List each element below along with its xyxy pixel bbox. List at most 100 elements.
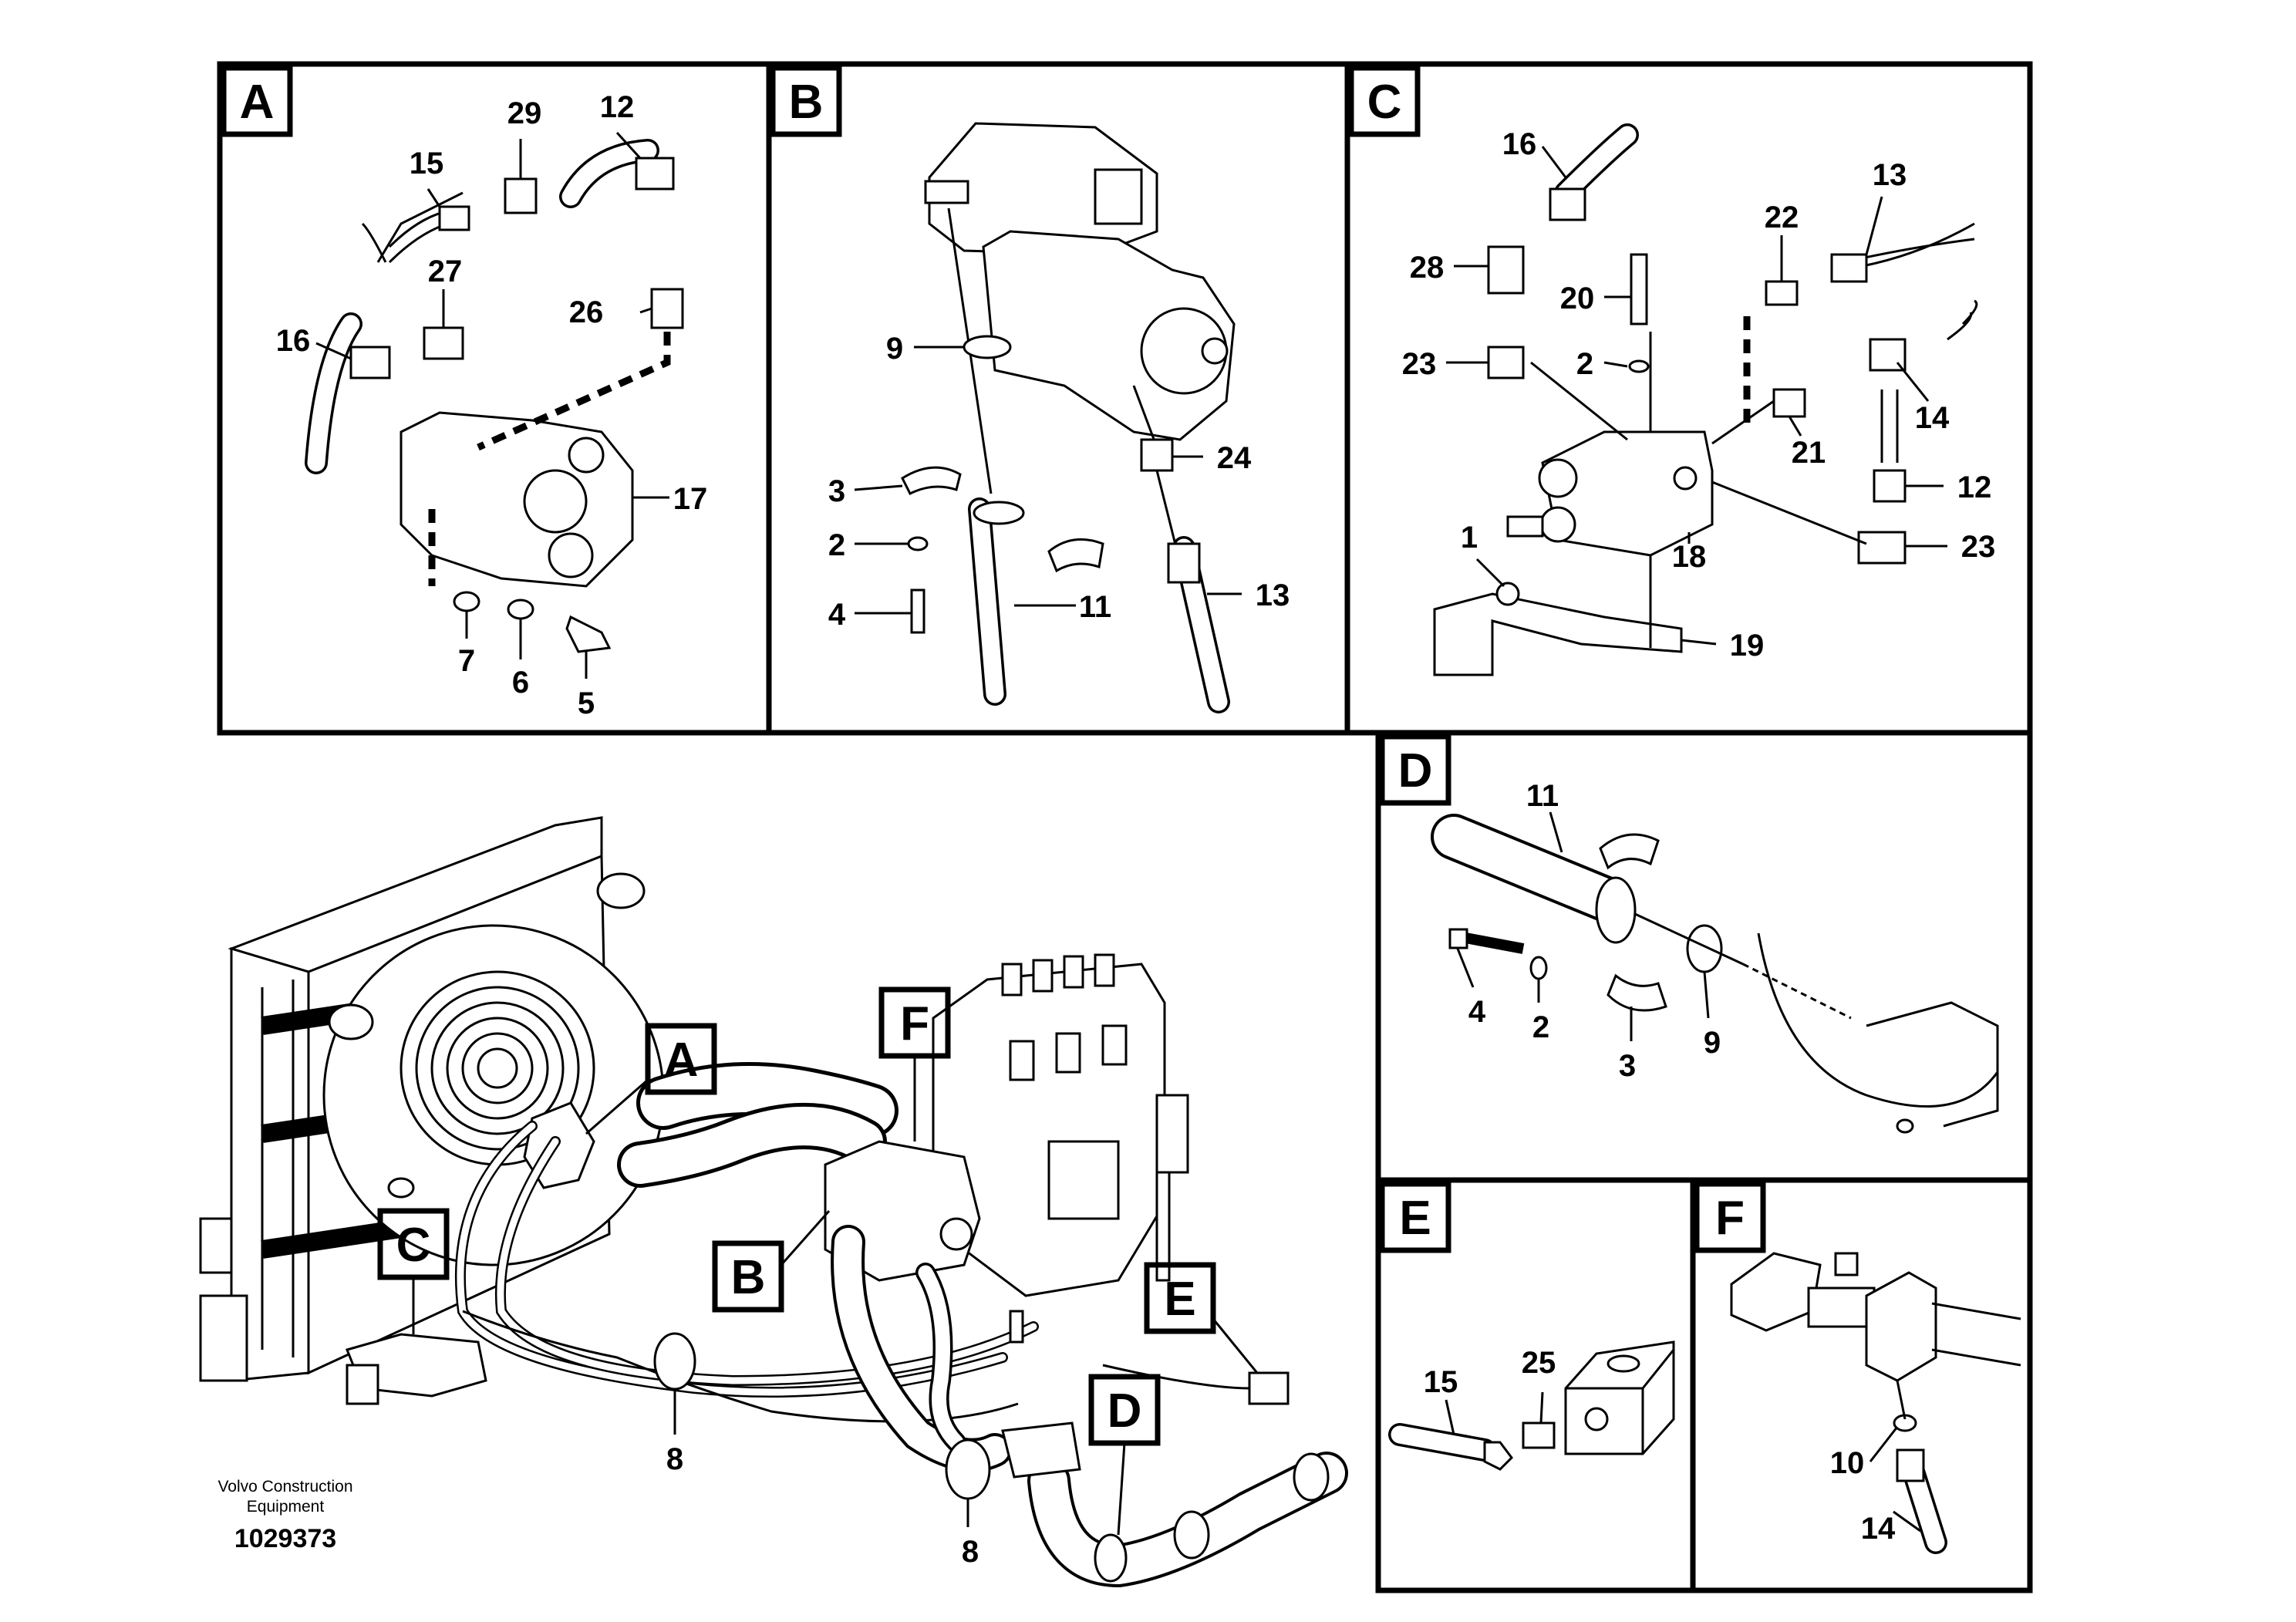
locator-b-text: B: [731, 1251, 766, 1304]
panel-a-callout-27: 27: [428, 255, 463, 288]
panel-d-tag: D: [1379, 733, 1451, 806]
fitting-22: [1765, 280, 1799, 306]
company-name-line1: Volvo Construction: [217, 1478, 352, 1496]
o-ring-9: [1686, 924, 1723, 973]
washer-2: [1529, 956, 1548, 980]
panel-c-callout-23-left: 23: [1402, 347, 1437, 381]
panel-c-callout-19: 19: [1730, 629, 1765, 663]
overview-drawing: [199, 816, 1348, 1588]
panel-b-drawing: 9 24 3 2 4 11 13: [828, 122, 1290, 713]
fitting-26: [650, 288, 684, 329]
panel-a-callout-6: 6: [512, 666, 529, 700]
pump-17: [400, 411, 634, 588]
panel-a-tag: A: [221, 65, 293, 137]
panel-b-tag: B: [770, 65, 842, 137]
locator-c: C: [377, 1208, 450, 1334]
panel-b-tag-text: B: [789, 76, 824, 129]
panel-a-callout-7: 7: [458, 644, 475, 678]
suction-flange: [1001, 1421, 1081, 1479]
panel-d-callout-9: 9: [1704, 1026, 1721, 1060]
panel-c-callout-18: 18: [1672, 540, 1707, 574]
panel-c-callout-22: 22: [1765, 201, 1799, 234]
panel-f-drawing: 10 14: [1730, 1252, 2021, 1554]
bolt-1: [1495, 582, 1520, 606]
panel-d-callout-4: 4: [1468, 995, 1486, 1029]
valve-18: [1541, 430, 1714, 557]
panel-d-callout-3: 3: [1619, 1049, 1636, 1083]
drawing-number: 1029373: [234, 1524, 336, 1553]
grommet-8-right: [945, 1438, 991, 1500]
locator-e-text: E: [1164, 1273, 1195, 1326]
panel-c-callout-14: 14: [1915, 401, 1950, 435]
panel-a-callout-5: 5: [578, 686, 595, 720]
panel-d-callout-2: 2: [1532, 1010, 1549, 1044]
panel-a-callout-26: 26: [569, 295, 604, 329]
panel-a-callout-15: 15: [410, 147, 444, 180]
fitting-15: [438, 205, 470, 231]
elbow-28: [1487, 245, 1525, 295]
washer-2: [1628, 359, 1650, 373]
elbow-23-right: [1857, 531, 1907, 565]
locator-c-text: C: [396, 1219, 431, 1272]
fitting-24: [1140, 438, 1174, 472]
flange-11: [1595, 876, 1637, 944]
flange-left: [1730, 1252, 1822, 1332]
locator-e: E: [1144, 1262, 1259, 1374]
clamp-upper: [1599, 833, 1660, 870]
panel-d-drawing: 11 4 2 3 9: [1431, 779, 1999, 1134]
clamp-half: [1047, 538, 1104, 573]
panel-b-callout-2: 2: [828, 528, 845, 562]
panel-a-callout-29: 29: [507, 96, 542, 130]
locator-d-text: D: [1108, 1384, 1142, 1438]
panel-e-callout-25: 25: [1522, 1346, 1556, 1380]
panel-a-tag-text: A: [240, 76, 275, 129]
panel-b-callout-9: 9: [886, 332, 903, 366]
panel-f-callout-14: 14: [1861, 1512, 1896, 1546]
locator-f-text: F: [900, 997, 929, 1050]
panel-e-drawing: 15 25: [1388, 1340, 1675, 1471]
panel-f-callout-10: 10: [1830, 1446, 1865, 1480]
panel-e-tag-text: E: [1399, 1192, 1431, 1245]
panel-c-callout-20: 20: [1560, 282, 1595, 315]
fitting-14: [1896, 1448, 1925, 1482]
panel-a-callout-12: 12: [600, 90, 635, 124]
elbow-29: [504, 177, 538, 214]
panel-c-callout-2: 2: [1576, 347, 1593, 381]
fitting-12: [1873, 469, 1907, 503]
panel-c-callout-23-right: 23: [1961, 530, 1996, 564]
panel-d-tag-text: D: [1398, 744, 1433, 798]
locator-b: B: [712, 1210, 831, 1313]
e-block: [1248, 1371, 1290, 1405]
locator-a: A: [585, 1023, 717, 1135]
panel-a-drawing: 29 12 15 27 26 16 17 7 6 5: [276, 90, 708, 720]
locator-a-text: A: [664, 1034, 699, 1087]
panel-c-tag-text: C: [1367, 76, 1402, 129]
washer-7: [453, 591, 480, 612]
fitting-16: [1549, 187, 1586, 221]
clamp-3: [1607, 973, 1667, 1012]
panel-c-callout-16: 16: [1502, 127, 1537, 161]
elbow-23-left: [1487, 346, 1525, 379]
fitting-21: [1772, 388, 1806, 418]
panel-c-drawing: 16 13 22 28 20 2 23 14 21 12 1 18 23 19: [1402, 123, 1996, 676]
grommet-8-left: [653, 1332, 696, 1391]
flange-right: [1865, 1271, 1937, 1382]
panel-c-callout-12: 12: [1957, 470, 1992, 504]
fitting-13: [1167, 542, 1201, 584]
bracket-19: [1433, 592, 1683, 676]
washer-6: [507, 599, 534, 620]
fitting-13: [1830, 253, 1868, 283]
panel-a-callout-16: 16: [276, 324, 311, 358]
bolt-4: [1448, 928, 1468, 949]
o-ring-9: [963, 335, 1012, 359]
panel-c-callout-21: 21: [1792, 436, 1826, 470]
panel-c-callout-13: 13: [1873, 158, 1907, 192]
footer: Volvo Construction Equipment 1029373: [217, 1478, 352, 1553]
panel-b-callout-11: 11: [1079, 590, 1111, 624]
panel-e-tag: E: [1379, 1181, 1451, 1253]
fitting-25: [1522, 1421, 1556, 1449]
elbow-12: [635, 157, 675, 191]
panel-f-frame: [1690, 1177, 2033, 1593]
panel-c-callout-1: 1: [1461, 521, 1478, 555]
